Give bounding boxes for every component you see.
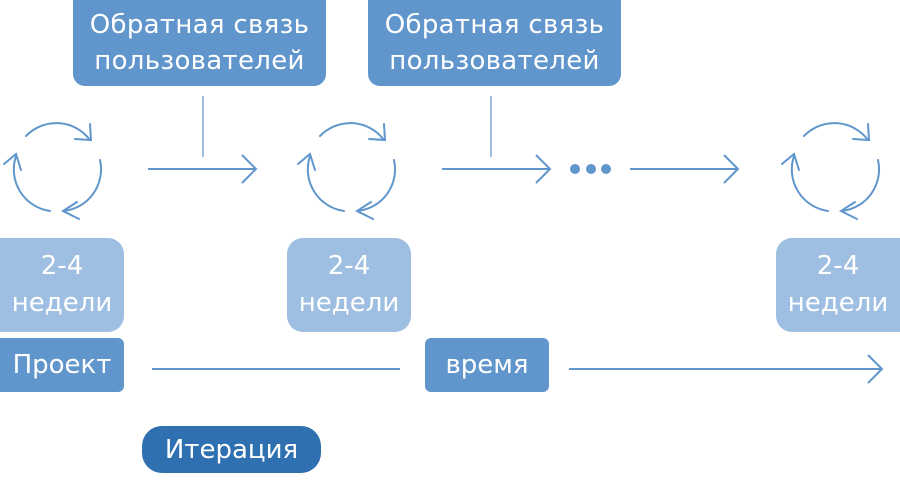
arrow-right-icon — [630, 154, 740, 184]
project-label: Проект — [0, 338, 124, 392]
project-text: Проект — [12, 350, 112, 380]
feedback-label: Обратная связь — [89, 10, 310, 40]
feedback-label: пользователей — [389, 46, 600, 76]
duration-box: 2-4 недели — [0, 238, 124, 332]
duration-box: 2-4 недели — [776, 238, 900, 332]
duration-value: 2-4 — [40, 251, 84, 281]
duration-unit: недели — [11, 288, 113, 318]
cycle-icon — [297, 122, 397, 220]
arrow-right-icon — [148, 154, 258, 184]
iteration-text: Итерация — [164, 434, 299, 465]
iteration-legend: Итерация — [142, 426, 321, 473]
cycle-icon — [781, 122, 881, 220]
duration-box: 2-4 недели — [287, 238, 411, 332]
cycle-icon — [3, 122, 103, 220]
duration-unit: недели — [298, 288, 400, 318]
time-text: время — [445, 350, 529, 380]
ellipsis-icon — [570, 164, 611, 174]
feedback-box: Обратная связь пользователей — [73, 0, 326, 86]
time-label: время — [425, 338, 549, 392]
feedback-label: пользователей — [94, 46, 305, 76]
duration-unit: недели — [787, 288, 889, 318]
feedback-box: Обратная связь пользователей — [368, 0, 621, 86]
feedback-label: Обратная связь — [384, 10, 605, 40]
timeline-arrow-icon — [569, 354, 884, 384]
duration-value: 2-4 — [327, 251, 371, 281]
duration-value: 2-4 — [816, 251, 860, 281]
arrow-right-icon — [442, 154, 552, 184]
